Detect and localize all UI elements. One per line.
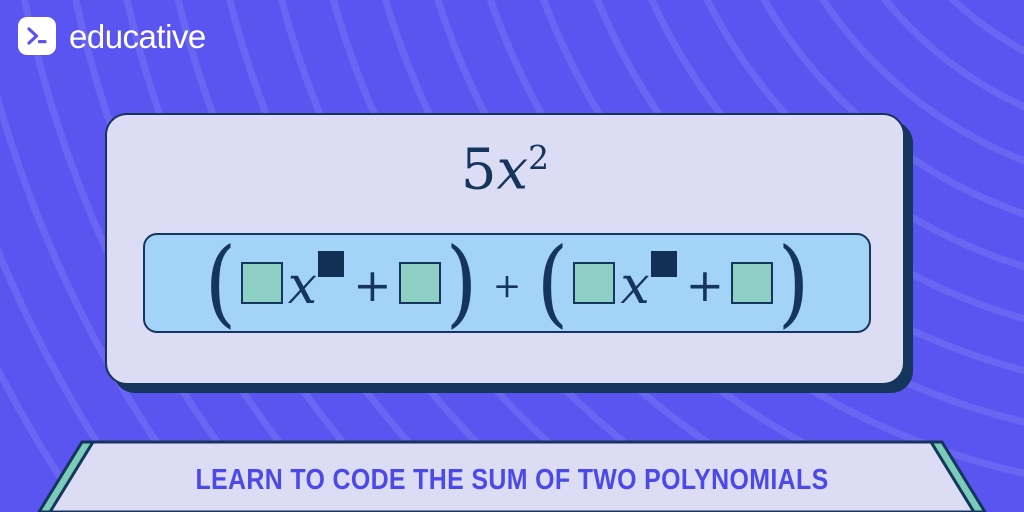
polynomial-group-1: ( x + ) bbox=[202, 227, 480, 338]
constant-slot-2[interactable] bbox=[731, 262, 774, 304]
open-paren-icon-2: ( bbox=[537, 227, 569, 338]
close-paren-icon: ) bbox=[445, 227, 477, 338]
polynomial-group-2: ( x + ) bbox=[534, 227, 812, 338]
page-title: 5x2 bbox=[107, 141, 903, 199]
variable-x-1: x bbox=[287, 256, 318, 316]
coefficient-slot-1[interactable] bbox=[240, 262, 283, 304]
close-paren-icon-2: ) bbox=[777, 227, 810, 338]
constant-slot-1[interactable] bbox=[398, 262, 441, 304]
title-exponent: 2 bbox=[528, 138, 550, 177]
terminal-prompt-icon bbox=[18, 17, 56, 55]
inner-plus-operator-2: + bbox=[685, 258, 725, 312]
title-variable: x bbox=[496, 137, 529, 203]
brand-logo[interactable]: educative bbox=[18, 17, 206, 55]
expression-panel: ( x + ) + ( x + ) bbox=[143, 233, 871, 333]
bottom-banner: LEARN TO CODE THE SUM OF TWO POLYNOMIALS bbox=[0, 440, 1024, 512]
banner-headline: LEARN TO CODE THE SUM OF TWO POLYNOMIALS bbox=[195, 464, 829, 496]
lesson-card: 5x2 ( x + ) + ( x + bbox=[105, 113, 905, 385]
variable-x-2: x bbox=[620, 256, 650, 316]
brand-name: educative bbox=[69, 17, 206, 55]
coefficient-slot-2[interactable] bbox=[573, 262, 616, 304]
inner-plus-operator-1: + bbox=[353, 258, 392, 312]
open-paren-icon: ( bbox=[204, 227, 237, 338]
banner-shape bbox=[37, 440, 987, 512]
exponent-slot-2[interactable] bbox=[650, 251, 677, 277]
exponent-slot-1[interactable] bbox=[318, 251, 345, 277]
title-coefficient: 5 bbox=[460, 137, 497, 203]
outer-plus-operator: + bbox=[492, 265, 522, 306]
